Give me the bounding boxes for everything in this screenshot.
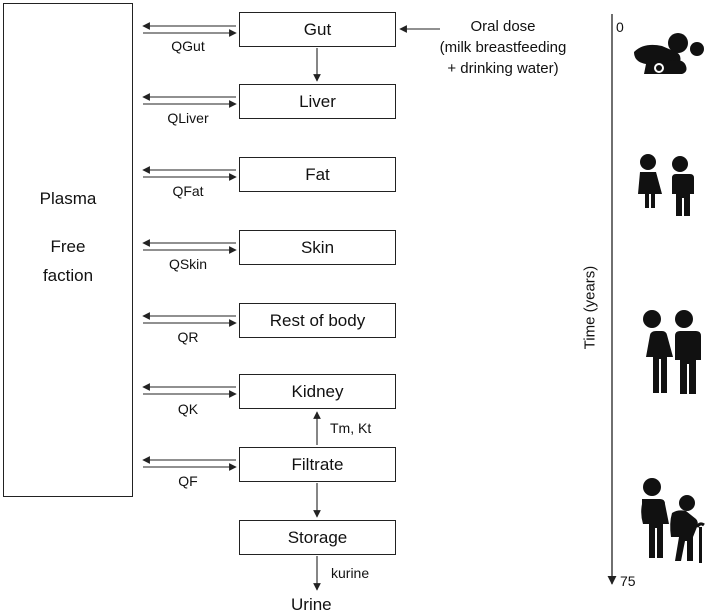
flow-label-rest: QR	[177, 329, 199, 345]
oral-dose-line3: + drinking water)	[447, 60, 559, 77]
flow-label-fat: QFat	[172, 183, 204, 199]
infant-icon	[634, 33, 704, 74]
plasma-compartment: Plasma Free faction	[3, 3, 133, 497]
flow-label-filtrate: QF	[178, 473, 198, 489]
oral-dose-line2: (milk breastfeeding	[439, 39, 567, 56]
flow-label-liver: QLiver	[167, 110, 209, 126]
rest-of-body-box: Rest of body	[239, 303, 396, 338]
flow-arrows	[142, 22, 237, 471]
storage-box: Storage	[239, 520, 396, 555]
reabsorption-label: Tm, Kt	[330, 420, 372, 436]
free-label: Free	[50, 237, 86, 256]
kidney-box: Kidney	[239, 374, 396, 409]
skin-box: Skin	[239, 230, 396, 265]
fat-box: Fat	[239, 157, 396, 192]
gut-box: Gut	[239, 12, 396, 47]
oral-dose-line1: Oral dose	[470, 18, 536, 35]
filtrate-box: Filtrate	[239, 447, 396, 482]
excretion-rate-label: kurine	[331, 565, 370, 581]
time-axis-start: 0	[616, 19, 624, 35]
flow-label-skin: QSkin	[168, 256, 208, 272]
children-icon	[638, 154, 694, 216]
adults-icon	[642, 310, 701, 394]
urine-label: Urine	[291, 595, 332, 614]
flow-label-gut: QGut	[171, 38, 205, 54]
plasma-label: Plasma	[39, 189, 97, 208]
flow-label-kidney: QK	[177, 401, 199, 417]
faction-label: faction	[42, 266, 94, 285]
liver-box: Liver	[239, 84, 396, 119]
oral-dose-label: Oral dose (milk breastfeeding + drinking…	[418, 16, 588, 79]
elderly-icon	[641, 478, 705, 563]
time-axis-end: 75	[620, 573, 636, 589]
